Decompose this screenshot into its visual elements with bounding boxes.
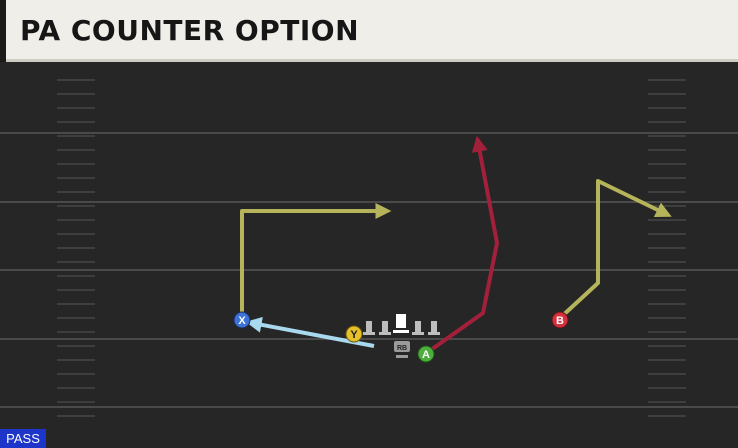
player-x-icon (233, 311, 251, 329)
player-x-label: X (238, 315, 246, 327)
route-x-corner (240, 203, 392, 318)
mode-badge: PASS (0, 429, 46, 448)
yard-lines (0, 132, 738, 408)
rb-icon (394, 341, 410, 352)
hash-marks-left (57, 79, 95, 417)
rb-stand-icon (396, 355, 408, 358)
lineman-icon (363, 321, 375, 335)
route-a-go (426, 135, 499, 354)
player-x[interactable]: X (233, 311, 251, 329)
route-b-post-corner (558, 179, 672, 320)
player-rb-label: RB (397, 345, 407, 352)
lineman-icon (412, 321, 424, 335)
lineman-icon (428, 321, 440, 335)
play-title-bar: PA COUNTER OPTION (0, 0, 738, 62)
player-y-icon (345, 325, 363, 343)
page-title: PA COUNTER OPTION (20, 14, 360, 47)
hash-marks-right (648, 79, 686, 417)
offensive-line (363, 314, 440, 335)
player-a-icon (417, 345, 435, 363)
player-y-label: Y (350, 329, 358, 341)
lineman-icon (379, 321, 391, 335)
title-accent (0, 0, 6, 62)
player-b[interactable]: B (551, 311, 569, 329)
center-icon (393, 314, 409, 333)
player-rb[interactable]: RB (394, 341, 410, 358)
player-b-label: B (556, 315, 564, 327)
player-a[interactable]: A (417, 345, 435, 363)
player-b-icon (551, 311, 569, 329)
player-a-label: A (422, 349, 430, 361)
player-y[interactable]: Y (345, 325, 363, 343)
